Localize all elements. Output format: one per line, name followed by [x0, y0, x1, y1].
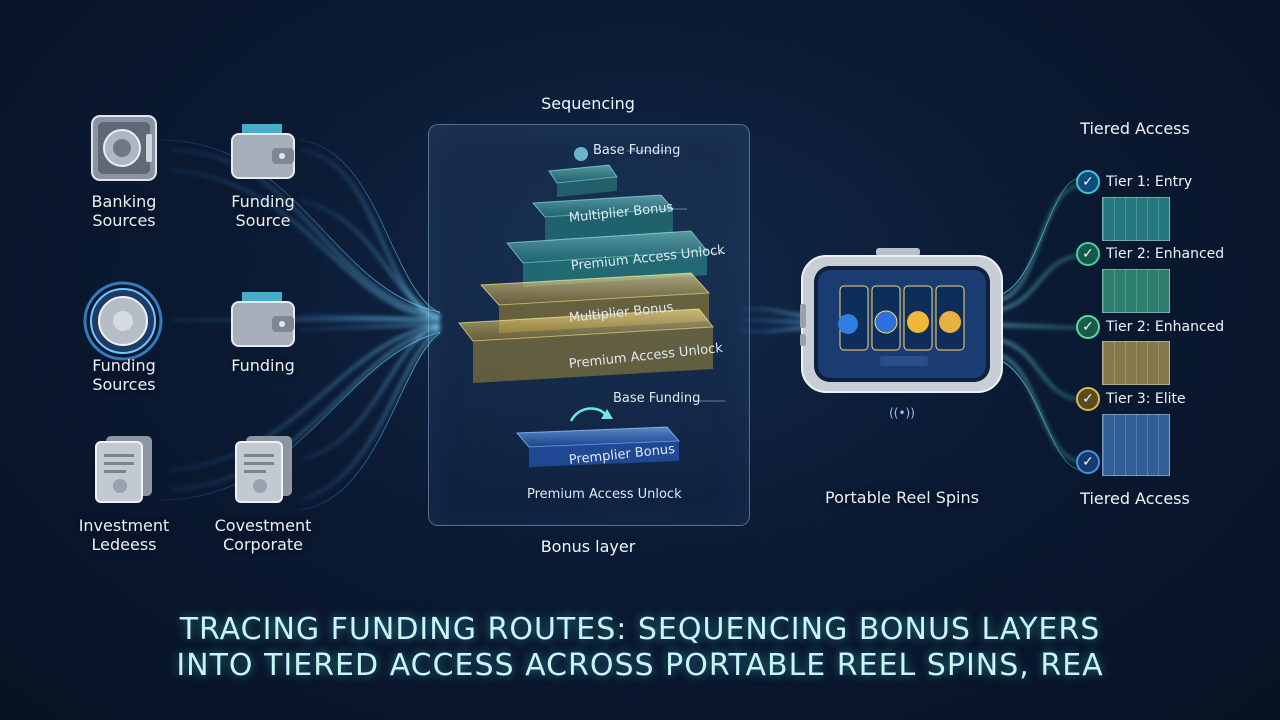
tier-row-2: ✓ Tier 2: Enhanced: [1076, 242, 1224, 266]
title-line-2: INTO TIERED ACCESS ACROSS PORTABLE REEL …: [176, 648, 1104, 683]
check-icon: ✓: [1076, 315, 1100, 339]
layer-base-funding-bottom: Base Funding: [613, 391, 701, 406]
covestment-label: Covestment Corporate: [214, 516, 312, 554]
tiered-access-heading-top: Tiered Access: [1080, 119, 1190, 138]
tier-3-label: Tier 2: Enhanced: [1106, 319, 1225, 335]
dial-icon: [82, 280, 164, 362]
tier-1-block: [1102, 197, 1170, 241]
layer-premium-unlock-3: Premium Access Unlock: [527, 487, 682, 502]
reel-device-icon: [800, 246, 1004, 406]
layer-stack: [458, 147, 725, 467]
layer-base-funding-top: Base Funding: [593, 143, 681, 158]
banking-sources-label: Banking Sources: [91, 192, 157, 230]
tier-3-block: [1102, 341, 1170, 385]
investment-label: Investment Ledeess: [78, 516, 170, 554]
tier-4-block: [1102, 414, 1170, 476]
bonus-layer-panel: Base Funding Multiplier Bonus Premium Ac…: [428, 124, 750, 526]
wallet-icon: [228, 118, 298, 184]
title-line-1: TRACING FUNDING ROUTES: SEQUENCING BONUS…: [179, 612, 1101, 647]
wireless-icon: ((•)): [889, 406, 915, 420]
document-icon: [90, 432, 158, 506]
wallet-icon: [228, 286, 298, 352]
check-icon: ✓: [1076, 450, 1100, 474]
tier-row-3: ✓ Tier 2: Enhanced: [1076, 315, 1224, 339]
check-icon: ✓: [1076, 242, 1100, 266]
funding-sources-label: Funding Sources: [92, 356, 156, 394]
sequencing-heading: Sequencing: [541, 94, 635, 113]
portable-reel-spins-label: Portable Reel Spins: [825, 488, 979, 507]
tier-2-label: Tier 2: Enhanced: [1106, 246, 1225, 262]
vault-icon: [88, 112, 160, 184]
tier-row-1: ✓ Tier 1: Entry: [1076, 170, 1192, 194]
tier-row-4: ✓ Tier 3: Elite: [1076, 387, 1186, 411]
check-icon: ✓: [1076, 387, 1100, 411]
check-icon: ✓: [1076, 170, 1100, 194]
funding-source-label: Funding Source: [231, 192, 295, 230]
bonus-layer-heading: Bonus layer: [540, 537, 636, 556]
tier-1-label: Tier 1: Entry: [1106, 174, 1193, 190]
funding-label: Funding: [231, 356, 295, 375]
tier-2-block: [1102, 269, 1170, 313]
tiered-access-heading-bottom: Tiered Access: [1080, 489, 1190, 508]
tier-4-label: Tier 3: Elite: [1106, 391, 1186, 407]
document-icon: [230, 432, 298, 506]
